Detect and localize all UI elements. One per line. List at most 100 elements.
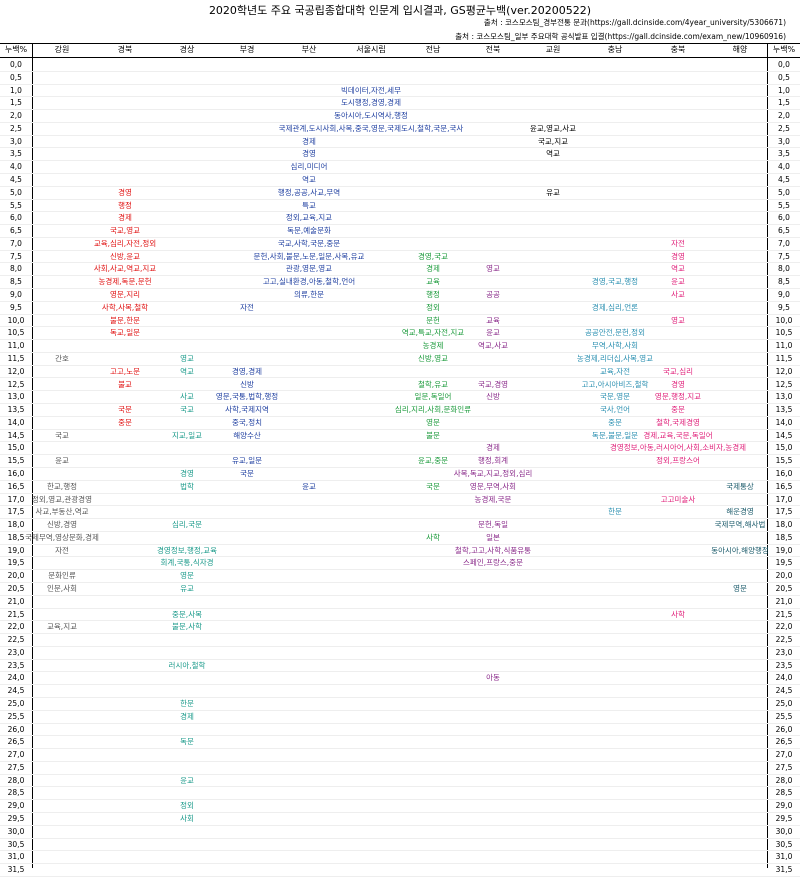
row-separator [0, 339, 800, 340]
column-header: 해양 [732, 45, 748, 54]
department-entry: 국교,경영 [478, 380, 508, 389]
department-entry: 중문 [608, 418, 622, 427]
row-separator [0, 582, 800, 583]
department-entry: 지교,일교 [172, 431, 202, 440]
row-separator [0, 786, 800, 787]
row-separator [0, 505, 800, 506]
department-entry: 국교,지교 [538, 137, 568, 146]
department-entry: 신방,영교 [418, 354, 448, 363]
department-entry: 국교,영교 [110, 226, 140, 235]
percentile-label-left: 9,0 [10, 290, 22, 299]
department-entry: 문헌,사회,불문,노문,일문,사복,유교 [253, 252, 365, 261]
department-entry: 국교,심리 [663, 367, 693, 376]
department-entry: 교육 [486, 316, 500, 325]
percentile-label-right: 6,5 [778, 226, 790, 235]
percentile-label-left: 25,0 [7, 699, 25, 708]
department-entry: 동아시아,해양행정 [711, 546, 769, 555]
row-separator [0, 633, 800, 634]
percentile-label-left: 17,5 [7, 507, 25, 516]
percentile-label-left: 6,5 [10, 226, 22, 235]
row-separator [0, 403, 800, 404]
percentile-label-right: 15,5 [775, 456, 793, 465]
department-entry: 한문 [608, 507, 622, 516]
percentile-label-left: 24,5 [7, 686, 25, 695]
row-separator [0, 390, 800, 391]
department-entry: 국문 [426, 482, 440, 491]
percentile-label-left: 15,0 [7, 443, 25, 452]
department-entry: 자전 [240, 303, 254, 312]
percentile-label-left: 24,0 [7, 673, 25, 682]
department-entry: 문헌 [426, 316, 440, 325]
percentile-label-right: 8,0 [778, 264, 790, 273]
percentile-label-left: 25,5 [7, 712, 25, 721]
percentile-label-right: 1,0 [778, 86, 790, 95]
page-title: 2020학년도 주요 국공립종합대학 인문계 입시결과, GS평균누백(ver.… [208, 4, 592, 17]
percentile-label-left: 19,5 [7, 558, 25, 567]
department-entry: 문화인류 [48, 571, 76, 580]
department-entry: 경영,경제 [232, 367, 262, 376]
percentile-label-right: 9,5 [778, 303, 790, 312]
row-separator [0, 620, 800, 621]
department-entry: 심리,지리,사회,문화인류 [394, 405, 472, 414]
department-entry: 국사,언어 [600, 405, 630, 414]
department-entry: 빅데이터,자전,세무 [341, 86, 401, 95]
percentile-label-right: 12,0 [775, 367, 793, 376]
department-entry: 국문 [240, 469, 254, 478]
department-entry: 농경제 [422, 341, 444, 350]
department-entry: 영문,국통,법학,행정 [215, 392, 279, 401]
percentile-label-left: 31,0 [7, 852, 25, 861]
department-entry: 윤교 [302, 482, 316, 491]
department-entry: 경제 [426, 264, 440, 273]
column-header: 전북 [485, 45, 501, 54]
percentile-label-left: 3,5 [10, 149, 22, 158]
department-entry: 윤교 [671, 277, 685, 286]
department-entry: 국교 [180, 405, 194, 414]
percentile-label-left: 1,0 [10, 86, 22, 95]
department-entry: 러시아,철학 [168, 661, 206, 670]
row-separator [0, 556, 800, 557]
percentile-label-left: 7,5 [10, 252, 22, 261]
percentile-label-left: 29,5 [7, 814, 25, 823]
department-entry: 신방 [240, 380, 254, 389]
row-separator [0, 531, 800, 532]
department-entry: 법학 [180, 482, 194, 491]
row-separator [0, 416, 800, 417]
percentile-label-right: 5,5 [778, 201, 790, 210]
column-header: 서울시립 [356, 45, 386, 54]
percentile-label-left: 16,0 [7, 469, 25, 478]
row-separator [0, 825, 800, 826]
percentile-label-right: 23,0 [775, 648, 793, 657]
department-entry: 의류,한문 [294, 290, 324, 299]
row-separator [0, 326, 800, 327]
department-entry: 해운경영 [726, 507, 754, 516]
department-entry: 행정 [426, 290, 440, 299]
department-entry: 사교 [180, 392, 194, 401]
percentile-label-left: 31,5 [7, 865, 25, 874]
department-entry: 사복,독교,지교,정외,심리 [453, 469, 533, 478]
percentile-label-left: 14,5 [7, 431, 25, 440]
percentile-label-right: 17,0 [775, 495, 793, 504]
column-header: 충북 [670, 45, 686, 54]
percentile-label-left: 11,0 [7, 341, 25, 350]
department-entry: 경영 [671, 380, 685, 389]
percentile-label-left: 10,5 [7, 328, 25, 337]
department-entry: 사학,사복,철학 [101, 303, 149, 312]
department-entry: 경영 [118, 188, 132, 197]
department-entry: 국제관계,도시사회,사복,중국,영문,국제도시,철학,국문,국사 [278, 124, 464, 133]
percentile-label-right: 27,5 [775, 763, 793, 772]
department-entry: 신방,경영 [47, 520, 77, 529]
department-entry: 사교,부동산,역교 [35, 507, 89, 516]
department-entry: 영문,지리 [110, 290, 140, 299]
department-entry: 경제 [302, 137, 316, 146]
department-entry: 역교 [546, 149, 560, 158]
percentile-label-left: 23,5 [7, 661, 25, 670]
row-separator [0, 173, 800, 174]
percentile-label-right: 22,5 [775, 635, 793, 644]
department-entry: 동아시아,도시역사,행정 [334, 111, 408, 120]
department-entry: 국교 [55, 431, 69, 440]
department-entry: 윤교 [180, 776, 194, 785]
department-entry: 중문 [671, 405, 685, 414]
percentile-label-left: 2,5 [10, 124, 22, 133]
department-entry: 윤교 [486, 328, 500, 337]
department-entry: 중문 [118, 418, 132, 427]
